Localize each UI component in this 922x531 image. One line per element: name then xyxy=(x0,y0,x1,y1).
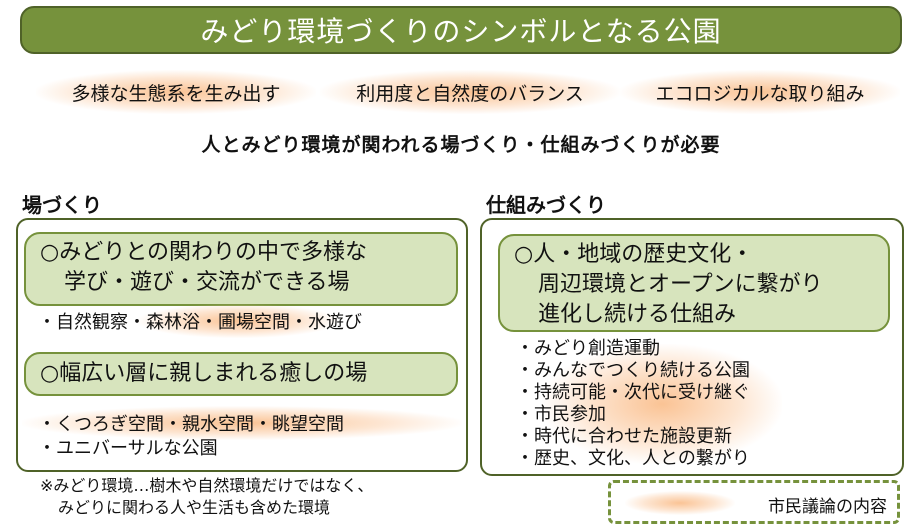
legend-label: 市民議論の内容 xyxy=(768,497,887,517)
left-list-2-item-2: ・ユニバーサルな公園 xyxy=(38,438,218,459)
right-list-item-6: ・歴史、文化、人との繋がり xyxy=(516,448,750,469)
right-box: ○人・地域の歴史文化・ 周辺環境とオープンに繋がり 進化し続ける仕組み xyxy=(498,234,890,332)
left-box-1: ○みどりとの関わりの中で多様な 学び・遊び・交流ができる場 xyxy=(24,232,458,306)
keyword-text: 利用度と自然度のバランス xyxy=(356,82,584,105)
keyword-text: エコロジカルな取り組み xyxy=(655,82,865,105)
legend-box: 市民議論の内容 xyxy=(608,480,900,524)
right-heading: 仕組みづくり xyxy=(486,193,606,217)
legend-swatch xyxy=(625,491,735,515)
right-box-line-3: 進化し続ける仕組み xyxy=(538,302,737,327)
diagram-title: みどり環境づくりのシンボルとなる公園 xyxy=(200,15,722,48)
keyword-pill-3: エコロジカルな取り組み xyxy=(620,70,900,114)
center-statement: 人とみどり環境が関われる場づくり・仕組みづくりが必要 xyxy=(201,134,721,156)
footnote-line-2: みどりに関わる人や生活も含めた環境 xyxy=(58,498,331,517)
footnote: ※みどり環境…樹木や自然環境だけではなく、 みどりに関わる人や生活も含めた環境 xyxy=(40,475,373,519)
right-panel: ○人・地域の歴史文化・ 周辺環境とオープンに繋がり 進化し続ける仕組み ・みどり… xyxy=(480,218,904,476)
right-list-item-1: ・みどり創造運動 xyxy=(516,338,660,359)
left-box-1-line-2: 学び・遊び・交流ができる場 xyxy=(64,270,350,295)
title-banner: みどり環境づくりのシンボルとなる公園 xyxy=(20,6,902,54)
left-list-2-item-1: ・くつろぎ空間・親水空間・眺望空間 xyxy=(38,414,344,435)
right-list-item-5: ・時代に合わせた施設更新 xyxy=(516,426,732,447)
left-list-1: ・自然観察・森林浴・圃場空間・水遊び xyxy=(38,312,362,333)
left-list2-highlight xyxy=(22,406,462,440)
right-box-line-1: ○人・地域の歴史文化・ xyxy=(514,242,754,267)
left-box-1-line-1: ○みどりとの関わりの中で多様な xyxy=(40,240,367,265)
keyword-pill-1: 多様な生態系を生み出す xyxy=(36,70,316,114)
right-list-item-2: ・みんなでつくり続ける公園 xyxy=(516,360,750,381)
keyword-pill-2: 利用度と自然度のバランス xyxy=(320,70,620,114)
left-list1-highlight xyxy=(138,304,338,338)
right-list-highlight xyxy=(542,344,782,464)
footnote-line-1: ※みどり環境…樹木や自然環境だけではなく、 xyxy=(40,476,374,495)
left-heading: 場づくり xyxy=(22,193,102,217)
left-panel: ○みどりとの関わりの中で多様な 学び・遊び・交流ができる場 ・自然観察・森林浴・… xyxy=(16,218,468,472)
right-box-line-2: 周辺環境とオープンに繋がり xyxy=(538,272,823,297)
right-list-item-4: ・市民参加 xyxy=(516,404,606,425)
keyword-text: 多様な生態系を生み出す xyxy=(71,82,281,105)
left-box-2: ○幅広い層に親しまれる癒しの場 xyxy=(24,352,458,396)
right-list-item-3: ・持続可能・次代に受け継ぐ xyxy=(516,382,750,403)
